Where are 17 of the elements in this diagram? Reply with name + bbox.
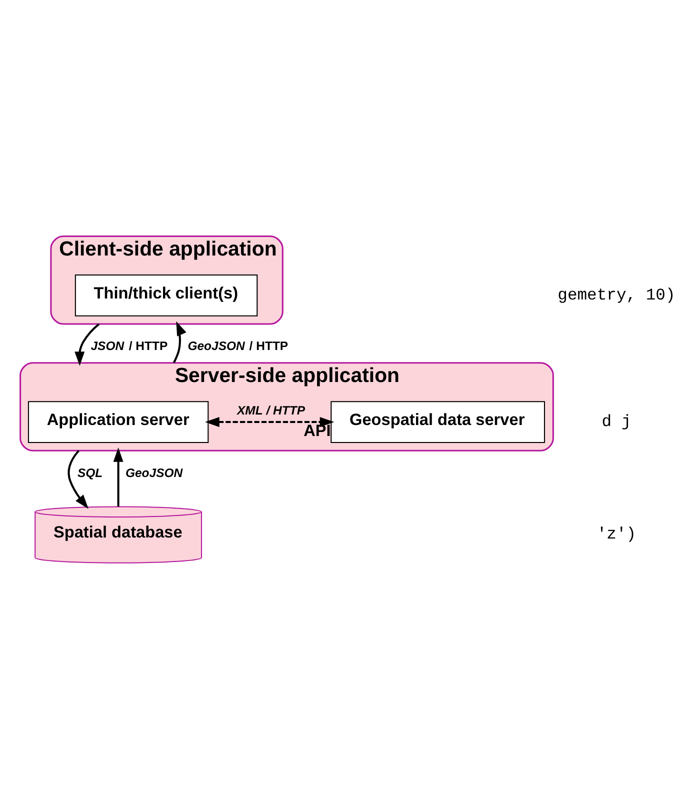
arrow <box>113 448 124 507</box>
arrow <box>68 450 88 509</box>
edge-label: JSON / HTTP <box>90 339 168 354</box>
label: gemetry, 10) <box>558 285 676 304</box>
edge-label: SQL <box>77 466 103 480</box>
label: 'z') <box>596 524 636 544</box>
arrow <box>205 417 334 428</box>
edge-label: XML / HTTP <box>236 403 306 418</box>
node-box: Thin/thick client(s) <box>74 274 258 316</box>
label: d j <box>602 412 632 431</box>
arrow <box>172 321 186 364</box>
edge-label: GeoJSON / HTTP <box>188 339 288 354</box>
edge-label: GeoJSON <box>125 466 183 480</box>
arrow <box>74 323 100 366</box>
node-box: Application server <box>28 401 209 443</box>
node-box: Geospatial data server <box>330 401 545 443</box>
node-label: API <box>304 422 331 440</box>
